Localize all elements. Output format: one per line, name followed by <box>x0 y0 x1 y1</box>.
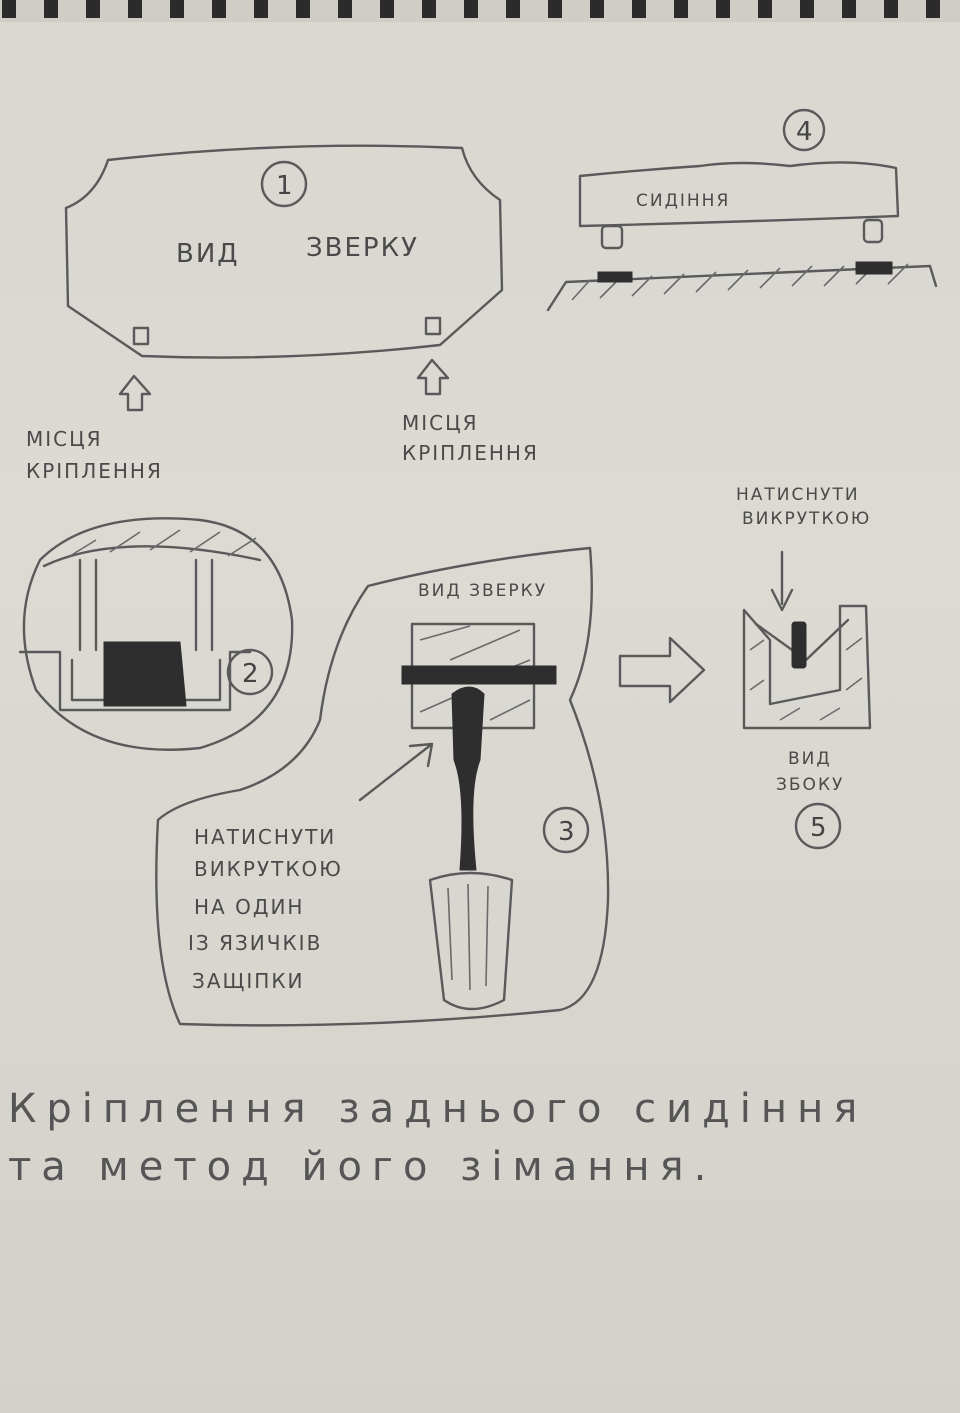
fig3-note-line3: НА ОДИН <box>194 895 304 919</box>
view-from-top-label-fig3: ВИД ЗВЕРКУ <box>418 581 547 601</box>
figure-3-number: 3 <box>558 817 575 847</box>
fig3-note-line4: ІЗ ЯЗИЧКІВ <box>188 931 322 955</box>
arrow-up-left-icon <box>118 374 152 412</box>
floor-clip-right <box>855 261 893 275</box>
clip-latch-block <box>103 641 187 707</box>
figure-1-number: 1 <box>276 171 293 201</box>
screwdriver-handle <box>428 871 514 1011</box>
view-from-top-label-2: ЗВЕРКУ <box>306 233 419 263</box>
clip-bar <box>401 665 557 685</box>
caption-line1: Кріплення заднього сидіння <box>8 1086 867 1132</box>
figure-4-number: 4 <box>796 117 813 147</box>
figure-3-number-circle <box>542 806 590 854</box>
seat-leg-left <box>600 224 624 250</box>
fig3-note-line1: НАТИСНУТИ <box>194 825 336 849</box>
mount-right-label-line2: КРІПЛЕННЯ <box>402 441 539 465</box>
pointer-arrow-icon <box>358 742 434 802</box>
figure-5-number-circle <box>794 802 842 850</box>
right-arrow-icon <box>618 636 706 704</box>
fig3-note-line5: ЗАЩІПКИ <box>192 969 304 993</box>
mount-right-label-line1: МІСЦЯ <box>402 411 479 435</box>
seat-label: СИДІННЯ <box>636 191 730 211</box>
figure-3-screwdriver-view: ВИД ЗВЕРКУ НАТИСНУТИ ВИКРУТКОЮ НА ОДИН І… <box>155 546 610 1027</box>
figure-4-side-view: 4 СИДІННЯ <box>546 108 938 312</box>
figure-2-number-circle <box>226 648 274 696</box>
figure-1-number-circle <box>260 160 308 208</box>
mount-point-left <box>132 326 150 346</box>
figure-2-number: 2 <box>242 659 259 689</box>
fig5-view-label-line1: ВИД <box>788 749 832 769</box>
fig5-screwdriver-tip <box>791 621 807 669</box>
mount-left-label-line1: МІСЦЯ <box>26 427 103 451</box>
fig5-view-label-line2: ЗБОКУ <box>776 775 844 795</box>
fig5-press-label-line1: НАТИСНУТИ <box>736 485 860 505</box>
view-from-top-label-1: ВИД <box>176 239 240 269</box>
mount-point-right <box>424 316 442 336</box>
down-arrow-icon <box>770 550 794 612</box>
fig3-note-line2: ВИКРУТКОЮ <box>194 857 343 881</box>
seat-leg-right <box>862 218 884 244</box>
floor-clip-left <box>597 271 633 283</box>
screwdriver-shaft <box>451 686 485 871</box>
spiral-binding <box>0 0 960 22</box>
figure-2-clip-closeup: 2 <box>18 517 294 751</box>
fig5-press-label-line2: ВИКРУТКОЮ <box>742 509 871 529</box>
caption: Кріплення заднього сидіння та метод його… <box>8 1086 867 1190</box>
figure-5-number: 5 <box>810 813 827 843</box>
arrow-up-right-icon <box>416 358 450 396</box>
caption-line2: та метод його зімання. <box>8 1144 716 1190</box>
mount-left-label-line2: КРІПЛЕННЯ <box>26 459 163 483</box>
figure-1-top-view: 1 ВИД ЗВЕРКУ МІСЦЯ КРІПЛЕННЯ МІСЦЯ КРІПЛ… <box>26 144 539 483</box>
figure-4-number-circle <box>782 108 826 152</box>
figure-5-side-view: НАТИСНУТИ ВИКРУТКОЮ ВИД ЗБОКУ 5 <box>736 485 872 850</box>
